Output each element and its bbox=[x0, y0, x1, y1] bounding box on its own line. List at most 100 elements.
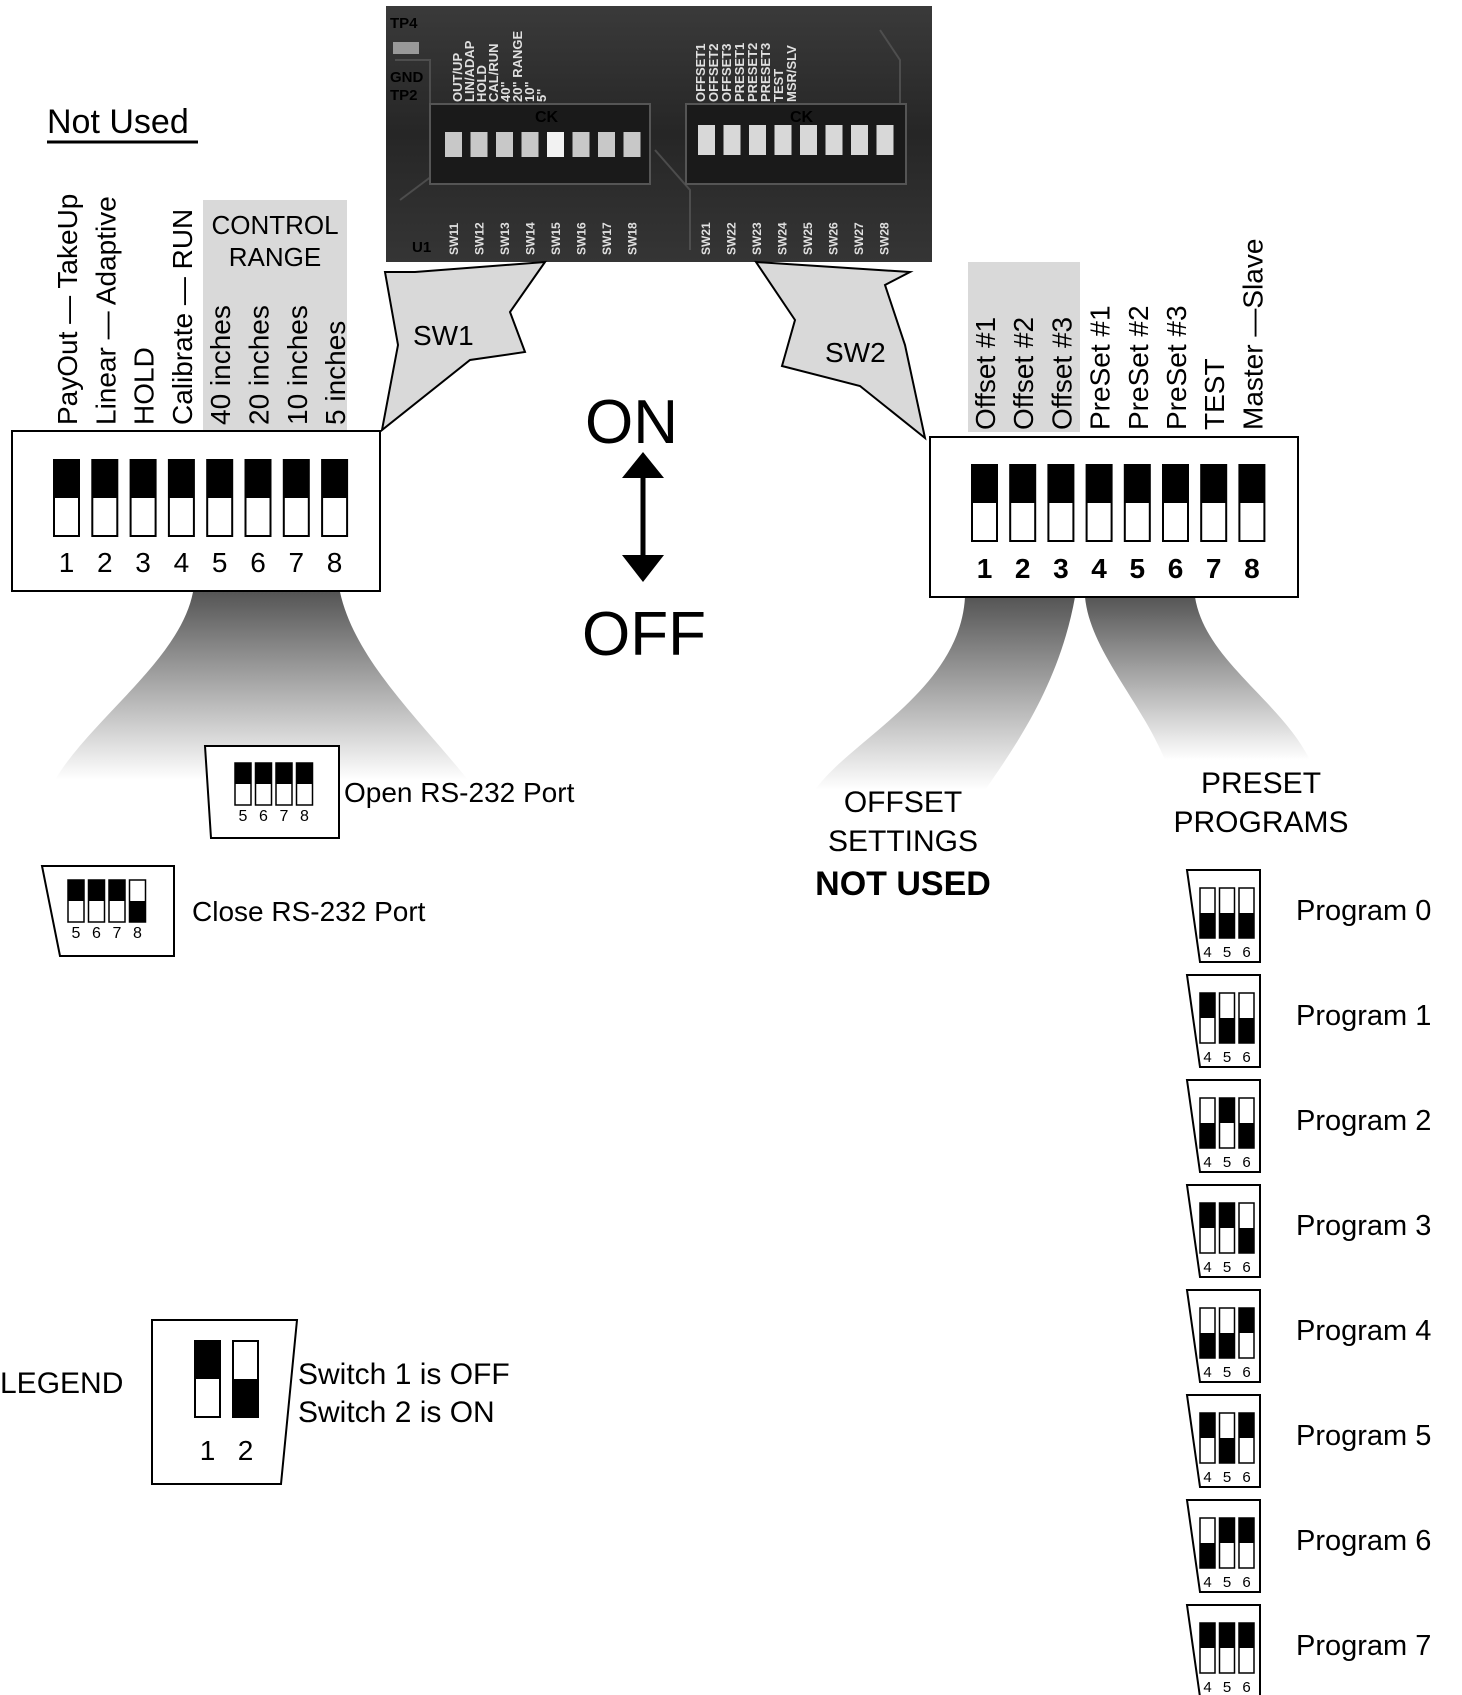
sw2-switch-6 bbox=[1163, 465, 1188, 541]
rs232-close-number-4: 8 bbox=[133, 925, 142, 942]
rs232-close-switch-4 bbox=[130, 880, 146, 922]
on-off-double-arrow bbox=[622, 452, 664, 582]
pcb-sw1-silk-4: SW14 bbox=[524, 222, 538, 255]
rs232-close-switch-3 bbox=[109, 880, 125, 922]
pcb-sw2-silk-8: SW28 bbox=[878, 222, 892, 255]
sw1-label-5: 40 inches bbox=[205, 305, 236, 425]
control-range-line2: RANGE bbox=[229, 242, 321, 272]
sw2-switch-1 bbox=[972, 465, 997, 541]
pcb-sw2-silk-5: SW25 bbox=[801, 222, 815, 255]
program-3-switch-4 bbox=[1200, 1203, 1215, 1253]
pcb-sw1-key-1 bbox=[445, 132, 462, 157]
program-6-number-6: 6 bbox=[1242, 1574, 1250, 1591]
pcb-sw2-key-5 bbox=[800, 125, 817, 155]
sw1-number-6: 6 bbox=[250, 547, 266, 578]
program-2: 456Program 2 bbox=[1187, 1080, 1431, 1172]
sw2-number-7: 7 bbox=[1206, 553, 1222, 584]
sw2-number-3: 3 bbox=[1053, 553, 1069, 584]
rs232-open-switch-3 bbox=[276, 763, 292, 805]
program-0-number-6: 6 bbox=[1242, 944, 1250, 961]
sw1-callout-label: SW1 bbox=[413, 320, 474, 351]
legend-number-1: 1 bbox=[200, 1435, 216, 1466]
program-5-switch-4 bbox=[1200, 1413, 1215, 1463]
pcb-sw1-key-5 bbox=[547, 132, 564, 157]
sw2-switch-5 bbox=[1125, 465, 1150, 541]
pcb-sw1-key-4 bbox=[522, 132, 539, 157]
program-4: 456Program 4 bbox=[1187, 1290, 1431, 1382]
pcb-sw2-key-8 bbox=[877, 125, 894, 155]
pcb-sw2-key-7 bbox=[851, 125, 868, 155]
sw2-label-7: TEST bbox=[1199, 358, 1230, 430]
offset-settings-line2: SETTINGS bbox=[828, 825, 978, 858]
pcb-sw2-silk-4: SW24 bbox=[776, 222, 790, 255]
rs232-open-switch-1 bbox=[235, 763, 251, 805]
pcb-sw2-silk-7: SW27 bbox=[852, 222, 866, 255]
preset-title-line1: PRESET bbox=[1201, 767, 1321, 800]
sw2-label-8: Master —Slave bbox=[1237, 239, 1268, 430]
sw2-number-1: 1 bbox=[977, 553, 993, 584]
sw1-switch-6 bbox=[246, 460, 271, 536]
program-7-switch-4 bbox=[1200, 1623, 1215, 1673]
sw1-label-1: PayOut — TakeUp bbox=[52, 194, 83, 425]
program-3-switch-6 bbox=[1239, 1203, 1254, 1253]
program-7-number-6: 6 bbox=[1242, 1679, 1250, 1695]
rs232-open-switch-2 bbox=[256, 763, 272, 805]
pcb-label-tp2: TP2 bbox=[390, 87, 418, 104]
offset-settings-line3: NOT USED bbox=[815, 865, 991, 903]
pcb-label-gnd: GND bbox=[390, 69, 424, 86]
pcb-sw1-key-7 bbox=[598, 132, 615, 157]
program-1-number-6: 6 bbox=[1242, 1049, 1250, 1066]
program-3-label: Program 3 bbox=[1296, 1210, 1431, 1242]
legend-switch-2 bbox=[233, 1341, 258, 1417]
sw1-switch-4 bbox=[169, 460, 194, 536]
sw1-switch-7 bbox=[284, 460, 309, 536]
preset-title-line2: PROGRAMS bbox=[1173, 806, 1348, 839]
pcb-brand-1: CK bbox=[535, 109, 559, 126]
sw2-switch-2 bbox=[1010, 465, 1035, 541]
pcb-sw1-key-8 bbox=[624, 132, 641, 157]
sw1-label-8: 5 inches bbox=[320, 321, 351, 425]
program-6-switch-4 bbox=[1200, 1518, 1215, 1568]
program-5-number-4: 4 bbox=[1203, 1469, 1211, 1486]
sw2-label-5: PreSet #2 bbox=[1123, 305, 1154, 430]
program-1-switch-5 bbox=[1220, 993, 1235, 1043]
pcb-sw2-silk-6: SW26 bbox=[827, 222, 841, 255]
pcb-sw1-key-2 bbox=[471, 132, 488, 157]
sw1-switch-1 bbox=[54, 460, 79, 536]
sw1-switch-3 bbox=[131, 460, 156, 536]
sw1-switch-5 bbox=[207, 460, 232, 536]
rs232-close-number-2: 6 bbox=[92, 925, 101, 942]
program-0-number-4: 4 bbox=[1203, 944, 1211, 961]
pcb-sw1-silk-8: SW18 bbox=[626, 222, 640, 255]
program-7-switch-5 bbox=[1220, 1623, 1235, 1673]
pcb-label-u1: U1 bbox=[412, 239, 431, 256]
program-7-label: Program 7 bbox=[1296, 1630, 1431, 1662]
program-1: 456Program 1 bbox=[1187, 975, 1431, 1067]
legend-line2: Switch 2 is ON bbox=[298, 1396, 495, 1429]
program-0: 456Program 0 bbox=[1187, 870, 1431, 962]
pcb-sw2-key-4 bbox=[775, 125, 792, 155]
program-6: 456Program 6 bbox=[1187, 1500, 1431, 1592]
program-1-label: Program 1 bbox=[1296, 1000, 1431, 1032]
program-0-label: Program 0 bbox=[1296, 895, 1431, 927]
pcb-sw1-key-6 bbox=[573, 132, 590, 157]
program-1-number-5: 5 bbox=[1223, 1049, 1231, 1066]
pcb-sw2-key-1 bbox=[698, 125, 715, 155]
rs232-open-label: Open RS-232 Port bbox=[344, 777, 575, 808]
sw2-switch-4 bbox=[1087, 465, 1112, 541]
sw1-number-2: 2 bbox=[97, 547, 113, 578]
program-3-switch-5 bbox=[1220, 1203, 1235, 1253]
program-1-switch-6 bbox=[1239, 993, 1254, 1043]
sw1-switch-8 bbox=[322, 460, 347, 536]
rs232-close-switch-2 bbox=[89, 880, 105, 922]
pcb-sw1-silk-5: SW15 bbox=[549, 222, 563, 255]
sw2-switch-8 bbox=[1239, 465, 1264, 541]
control-range-line1: CONTROL bbox=[211, 210, 338, 240]
pcb-sw1-silk-3: SW13 bbox=[498, 222, 512, 255]
legend-title: LEGEND bbox=[0, 1367, 123, 1400]
sw2-label-6: PreSet #3 bbox=[1161, 305, 1192, 430]
sw1-switch-2 bbox=[92, 460, 117, 536]
legend-line1: Switch 1 is OFF bbox=[298, 1358, 510, 1391]
